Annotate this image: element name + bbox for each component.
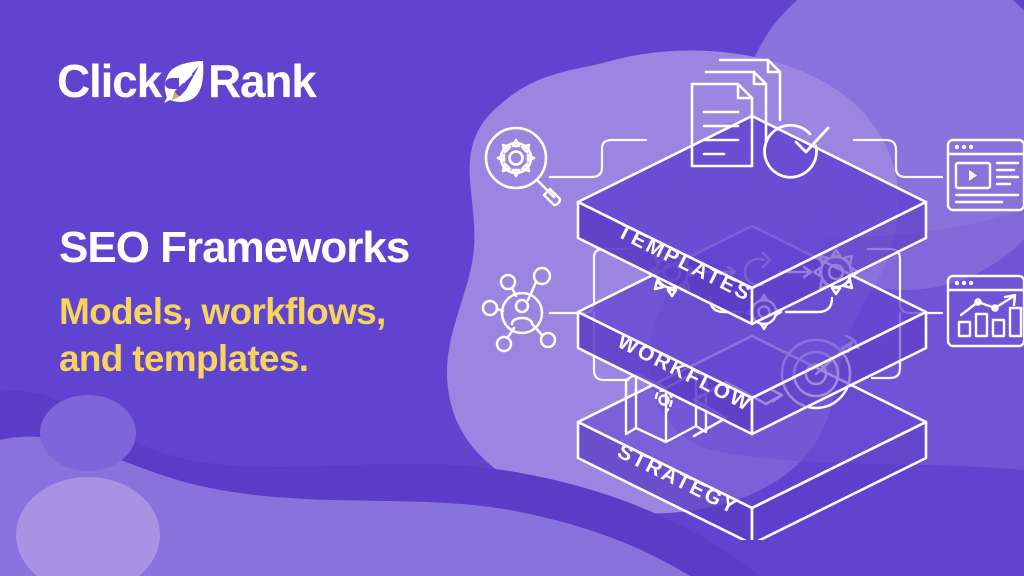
check-circle-icon (763, 123, 830, 179)
blob-pebble-left (40, 395, 136, 471)
page-title: SEO Frameworks (59, 223, 410, 272)
layer-templates: TEMPLATES (576, 58, 928, 326)
subtitle-line-2: and templates. (59, 338, 309, 380)
browser-chart-icon (946, 274, 1024, 348)
logo-text-rank: Rank (207, 55, 317, 107)
subtitle-line-1: Models, workflows, (59, 290, 386, 332)
blob-dot-bottomleft (16, 477, 160, 576)
blob-wave-bottomleft-light (0, 436, 690, 576)
brand-logo[interactable]: Click Rank (57, 55, 317, 107)
seo-framework-stack-illustration: STRATEGY (481, 58, 1024, 540)
logo-text-click: Click (57, 55, 162, 107)
browser-video-icon (946, 138, 1024, 212)
leaf-rocket-icon (163, 61, 204, 103)
network-user-icon (481, 266, 557, 353)
documents-stack-icon (690, 58, 782, 168)
headline-block: SEO Frameworks Models, workflows, and te… (59, 222, 529, 383)
magnifier-gear-icon (484, 126, 562, 207)
page-subtitle: Models, workflows, and templates. (59, 288, 529, 383)
